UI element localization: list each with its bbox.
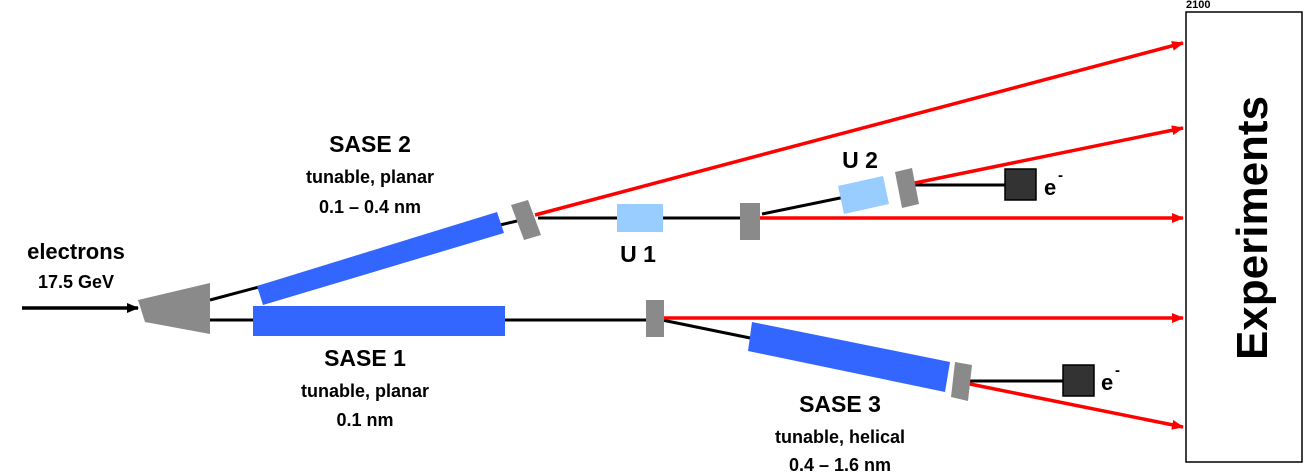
experiments-label: Experiments: [1228, 96, 1277, 360]
electron-line-upper-c: [761, 195, 846, 216]
sase1-mode: tunable, planar: [301, 381, 429, 401]
sase2-name: SASE 2: [329, 131, 411, 157]
u1-undulator: [617, 204, 663, 232]
input-energy: 17.5 GeV: [38, 272, 114, 292]
sase1-name: SASE 1: [324, 345, 406, 371]
distribution-element: [138, 283, 210, 334]
beam-dump-lower: [1062, 364, 1095, 397]
experiments-box: [1185, 11, 1303, 463]
xray-beam-u2: [909, 125, 1184, 186]
u1-label: U 1: [620, 241, 656, 267]
steering-block-sase2: [511, 200, 541, 240]
dump-label-upper-sup: -: [1058, 167, 1063, 184]
u2-undulator: [838, 176, 889, 214]
u2-label: U 2: [842, 147, 878, 173]
input-label: electrons: [27, 239, 125, 264]
xray-beam-sase2: [534, 40, 1184, 217]
steering-block-u1: [740, 203, 760, 240]
sase3-mode: tunable, helical: [775, 427, 905, 447]
sase2-undulator: [257, 212, 504, 305]
sase3-range: 0.4 – 1.6 nm: [789, 455, 891, 475]
sase1-undulator: [253, 306, 505, 336]
dump-label-lower-sup: -: [1115, 362, 1120, 379]
steering-block-sase3: [951, 362, 972, 401]
beam-dump-upper: [1004, 168, 1037, 201]
dump-label-lower: e: [1101, 370, 1113, 395]
xray-beam-sase3: [964, 381, 1184, 430]
electron-line-upper-a: [499, 219, 518, 227]
sase3-undulator: [748, 322, 950, 392]
sase1-range: 0.1 nm: [336, 410, 393, 430]
steering-block-sase1: [646, 300, 664, 337]
sase3-name: SASE 3: [799, 391, 881, 417]
sase2-range: 0.1 – 0.4 nm: [319, 197, 421, 217]
sase2-mode: tunable, planar: [306, 167, 434, 187]
corner-label: 2100: [1186, 0, 1210, 11]
steering-block-u2: [895, 168, 919, 208]
electron-line-lower-b: [661, 318, 761, 342]
dump-label-upper: e: [1044, 175, 1056, 200]
